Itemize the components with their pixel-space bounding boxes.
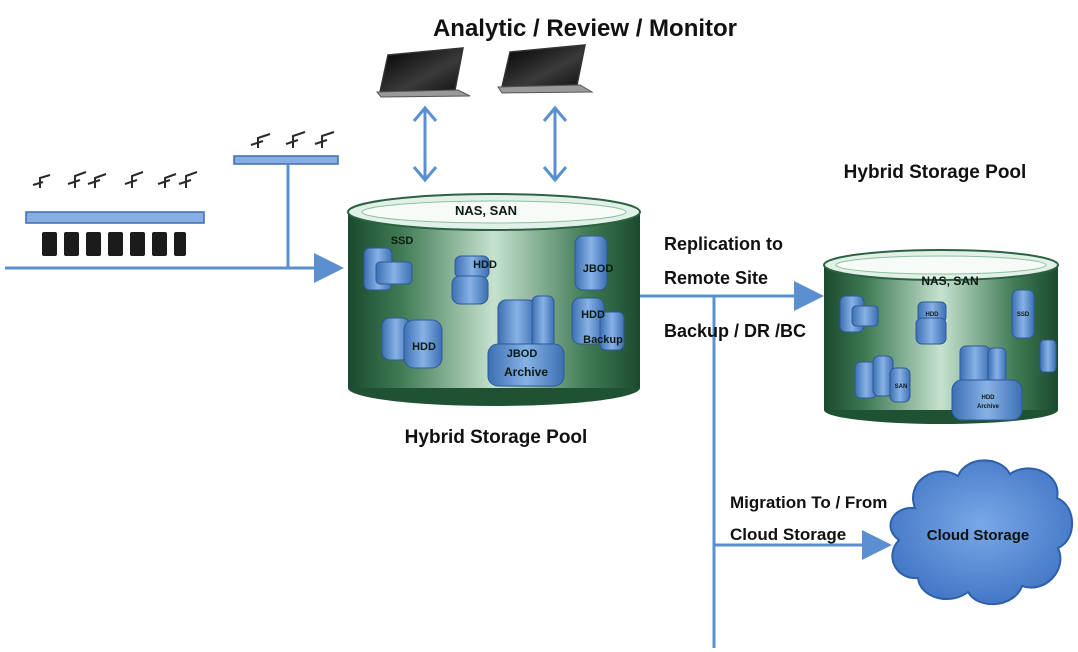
archive-disk-icon (487, 295, 565, 387)
remote-pool-caption: Hybrid Storage Pool (844, 162, 1027, 183)
hdd-backup-label-2: Backup (583, 334, 623, 346)
ssd-label: SSD (391, 235, 414, 247)
remote-small-label-2: SSD (1017, 312, 1030, 318)
backup-disk-icon (571, 297, 625, 351)
cloud-label: Cloud Storage (927, 527, 1030, 544)
server-icon (42, 232, 186, 256)
remote-pool-top-label: NAS, SAN (921, 274, 978, 288)
backup-label: Backup / DR /BC (664, 321, 806, 341)
input-flow-lines (5, 164, 344, 283)
remote-storage-pool-cylinder: NAS, SAN HDD SSD SAN HDD Archive (823, 249, 1059, 424)
camera-rack (233, 131, 339, 165)
jbod-archive-label-2: Archive (504, 365, 548, 379)
migration-label-1: Migration To / From (730, 493, 887, 512)
laptop-icon (375, 47, 471, 98)
ssd-disk-icon (363, 247, 413, 291)
main-pool-top-label: NAS, SAN (455, 203, 517, 218)
hdd-left-label: HDD (412, 341, 436, 353)
remote-archive-label-2: Archive (977, 404, 1000, 410)
double-arrow-icon (412, 105, 438, 183)
hdd-backup-label-1: HDD (581, 309, 605, 321)
main-storage-pool-cylinder: NAS, SAN SSD HDD JBOD HDD JBOD (347, 193, 641, 406)
main-pool-caption: Hybrid Storage Pool (405, 427, 588, 448)
jbod-archive-label-1: JBOD (507, 348, 538, 360)
hdd-disk-icon (381, 317, 443, 369)
disk-cluster-icon (839, 289, 1057, 421)
replication-label-1: Replication to (664, 234, 783, 254)
jbod-label: JBOD (583, 263, 614, 275)
replication-label-2: Remote Site (664, 268, 768, 288)
remote-small-label-3: SAN (895, 384, 908, 390)
remote-small-label-1: HDD (926, 312, 940, 318)
header-title: Analytic / Review / Monitor (433, 15, 737, 42)
migration-label-2: Cloud Storage (730, 525, 846, 544)
double-arrow-icon (542, 105, 568, 183)
hdd-top-label: HDD (473, 259, 497, 271)
cloud-icon (889, 459, 1073, 606)
camera-icon (32, 171, 198, 188)
jbod-disk-icon (574, 235, 608, 291)
laptop-icon (497, 44, 594, 94)
camera-rack (25, 171, 205, 256)
hdd-disk-icon (451, 255, 490, 305)
camera-icon (250, 131, 335, 148)
replication-flow-lines (640, 281, 892, 648)
remote-archive-label-1: HDD (982, 395, 996, 401)
